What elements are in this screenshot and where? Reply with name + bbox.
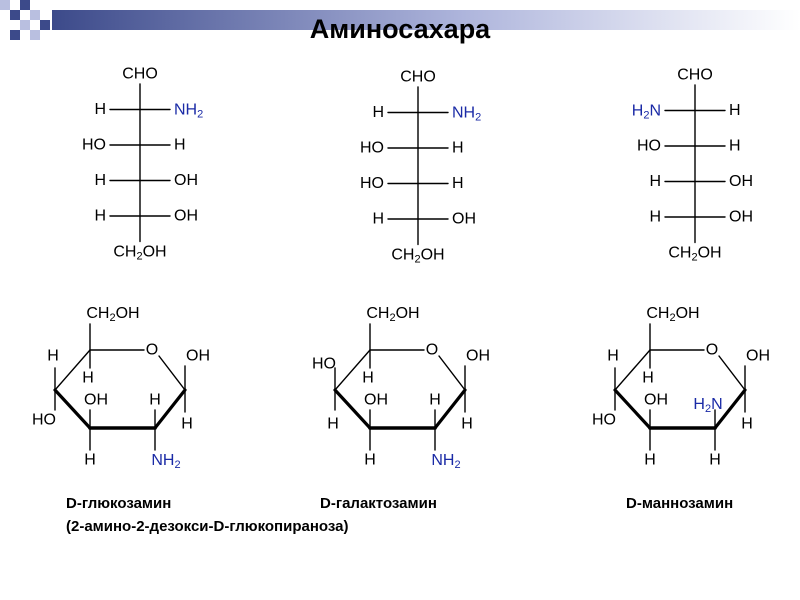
- haworth-galactosamine-ho-label: HO: [312, 356, 336, 373]
- haworth-galactosamine-h-label: H: [364, 452, 376, 469]
- fischer-mannosamine-right-label: H: [729, 138, 741, 155]
- haworth-galactosamine-h-label: H: [362, 370, 374, 387]
- fischer-glucosamine-left-label: HO: [82, 137, 106, 154]
- header-gradient-band: [52, 10, 800, 30]
- haworth-glucosamine-ch2oh-label: CH2OH: [86, 305, 139, 325]
- haworth-galactosamine-ring-bond: [334, 349, 371, 391]
- haworth-mannosamine-ring-bond-bold: [613, 388, 652, 430]
- haworth-mannosamine-h2n-label: H2N: [693, 396, 722, 416]
- deco-square: [0, 0, 10, 10]
- haworth-galactosamine-oh-label: OH: [466, 348, 490, 365]
- haworth-glucosamine-oh-label: OH: [84, 392, 108, 409]
- deco-square: [10, 10, 20, 20]
- haworth-galactosamine-ring-bond: [438, 355, 466, 391]
- fischer-mannosamine-ch2oh-label: CH2OH: [668, 244, 721, 264]
- fischer-galactosamine-right-label: NH2: [452, 104, 481, 124]
- haworth-mannosamine-oh-label: OH: [644, 392, 668, 409]
- haworth-glucosamine-ring-oxygen: O: [146, 342, 158, 359]
- fischer-glucosamine-right-label: H: [174, 137, 186, 154]
- fischer-galactosamine-right-label: OH: [452, 211, 476, 228]
- deco-square: [40, 20, 50, 30]
- fischer-glucosamine-left-label: H: [94, 172, 106, 189]
- haworth-mannosamine-ring-bond: [718, 355, 746, 391]
- haworth-glucosamine-h-label: H: [181, 416, 193, 433]
- haworth-glucosamine-ring-bond: [54, 349, 91, 391]
- haworth-galactosamine-h-label: H: [461, 416, 473, 433]
- fischer-glucosamine-ch2oh-label: CH2OH: [113, 243, 166, 263]
- haworth-galactosamine-nh2-label: NH2: [431, 452, 460, 472]
- haworth-mannosamine-h-label: H: [607, 348, 619, 365]
- fischer-glucosamine-cho-label: CHO: [122, 66, 158, 83]
- fischer-galactosamine-left-label: HO: [360, 140, 384, 157]
- fischer-mannosamine-left-label: H: [649, 209, 661, 226]
- haworth-galactosamine-ring-bond-bold: [333, 388, 372, 430]
- haworth-glucosamine-ring-bond-bold: [53, 388, 92, 430]
- haworth-glucosamine-ring-bond: [158, 355, 186, 391]
- fischer-galactosamine-left-label: H: [372, 104, 384, 121]
- haworth-glucosamine-ho-label: HO: [32, 412, 56, 429]
- fischer-glucosamine-right-label: NH2: [174, 101, 203, 121]
- haworth-galactosamine-ring-bond-bold: [433, 388, 467, 430]
- deco-square: [20, 20, 30, 30]
- haworth-galactosamine-ch2oh-label: CH2OH: [366, 305, 419, 325]
- caption-galactosamine: D-галактозамин: [320, 495, 437, 512]
- haworth-galactosamine-h-label: H: [429, 392, 441, 409]
- haworth-glucosamine-oh-label: OH: [186, 348, 210, 365]
- fischer-glucosamine-left-label: H: [94, 208, 106, 225]
- haworth-galactosamine-oh-label: OH: [364, 392, 388, 409]
- haworth-mannosamine-oh-label: OH: [746, 348, 770, 365]
- fischer-mannosamine-left-label: H: [649, 173, 661, 190]
- deco-square: [20, 0, 30, 10]
- fischer-mannosamine-left-label: HO: [637, 138, 661, 155]
- deco-square: [30, 10, 40, 20]
- haworth-mannosamine-ho-label: HO: [592, 412, 616, 429]
- fischer-mannosamine-right-label: H: [729, 102, 741, 119]
- fischer-galactosamine-right-label: H: [452, 175, 464, 192]
- haworth-mannosamine-ring-bond-bold: [713, 388, 747, 430]
- fischer-galactosamine-cho-label: CHO: [400, 69, 436, 86]
- deco-square: [30, 30, 40, 40]
- haworth-glucosamine-h-label: H: [82, 370, 94, 387]
- fischer-galactosamine-left-label: H: [372, 211, 384, 228]
- haworth-glucosamine-nh2-label: NH2: [151, 452, 180, 472]
- haworth-mannosamine-ch2oh-label: CH2OH: [646, 305, 699, 325]
- fischer-mannosamine-cho-label: CHO: [677, 67, 713, 84]
- caption-mannosamine: D-маннозамин: [626, 495, 734, 512]
- fischer-glucosamine-left-label: H: [94, 101, 106, 118]
- caption-glucosamine: D-глюкозамин: [66, 495, 172, 512]
- haworth-galactosamine-ring-oxygen: O: [426, 342, 438, 359]
- fischer-mannosamine-left-label: H2N: [632, 102, 661, 122]
- haworth-glucosamine-h-label: H: [149, 392, 161, 409]
- haworth-glucosamine-ring-bond-bold: [153, 388, 187, 430]
- header-decoration: [0, 0, 800, 40]
- haworth-galactosamine-h-label: H: [327, 416, 339, 433]
- haworth-mannosamine-h-label: H: [644, 452, 656, 469]
- fischer-glucosamine-right-label: OH: [174, 172, 198, 189]
- haworth-mannosamine-h-label: H: [741, 416, 753, 433]
- deco-square: [10, 30, 20, 40]
- haworth-glucosamine-h-label: H: [47, 348, 59, 365]
- fischer-mannosamine-right-label: OH: [729, 209, 753, 226]
- fischer-mannosamine-right-label: OH: [729, 173, 753, 190]
- haworth-mannosamine-ring-oxygen: O: [706, 342, 718, 359]
- fischer-glucosamine-right-label: OH: [174, 208, 198, 225]
- caption-glucosamine-full: (2-амино-2-дезокси-D-глюкопираноза): [66, 518, 349, 535]
- haworth-glucosamine-h-label: H: [84, 452, 96, 469]
- haworth-mannosamine-h-label: H: [709, 452, 721, 469]
- haworth-mannosamine-ring-bond: [614, 349, 651, 391]
- fischer-galactosamine-left-label: HO: [360, 175, 384, 192]
- fischer-galactosamine-ch2oh-label: CH2OH: [391, 246, 444, 266]
- page-title: Аминосахара: [309, 14, 491, 44]
- haworth-mannosamine-h-label: H: [642, 370, 654, 387]
- fischer-galactosamine-right-label: H: [452, 140, 464, 157]
